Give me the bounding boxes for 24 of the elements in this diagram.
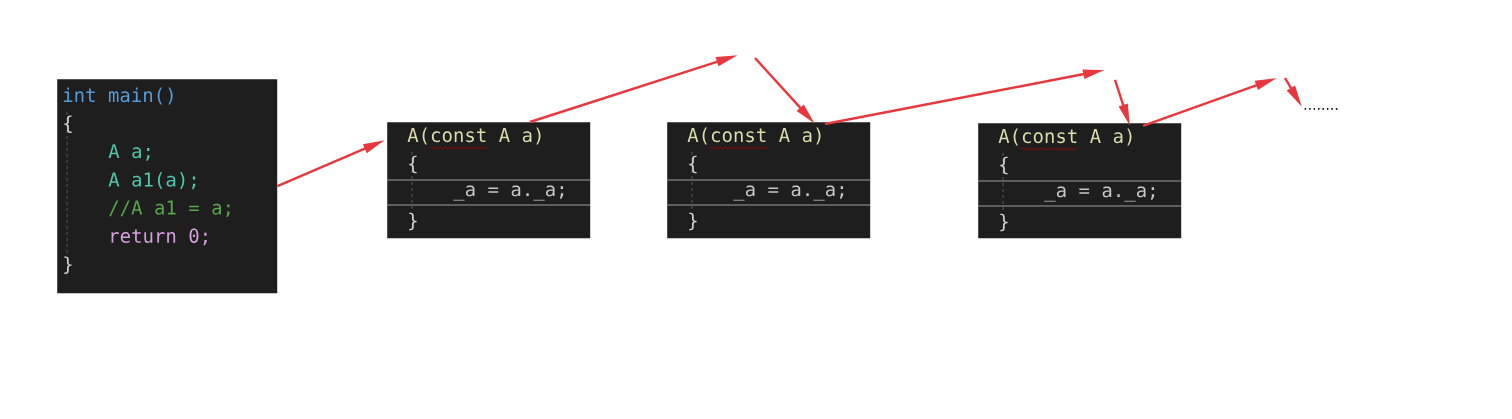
code-line: { <box>689 155 697 174</box>
ellipsis: ........ <box>1304 108 1338 110</box>
code-line: _a = a._a; <box>733 185 844 201</box>
code-line: int main() <box>63 87 173 105</box>
code-line: { <box>64 115 72 133</box>
code-panel <box>666 122 871 239</box>
code-line: A a; <box>108 144 150 161</box>
code-panel <box>977 123 1182 239</box>
code-line: A(const A a) <box>998 128 1132 146</box>
code-line: A a1(a); <box>108 172 196 190</box>
code-line: _a = a._a; <box>1044 186 1155 202</box>
code-line: //A a1 = a; <box>109 200 230 218</box>
code-line: { <box>1000 156 1008 175</box>
code-line: { <box>409 155 417 174</box>
code-line: } <box>409 212 417 231</box>
code-line: return 0; <box>111 228 207 246</box>
code-panel <box>386 122 591 239</box>
code-line: } <box>64 256 72 274</box>
code-line: } <box>1000 213 1008 232</box>
code-line: _a = a._a; <box>453 185 564 201</box>
code-line: A(const A a) <box>407 127 541 145</box>
code-line: } <box>689 212 697 231</box>
code-line: A(const A a) <box>687 127 821 145</box>
code-panel <box>57 79 278 294</box>
